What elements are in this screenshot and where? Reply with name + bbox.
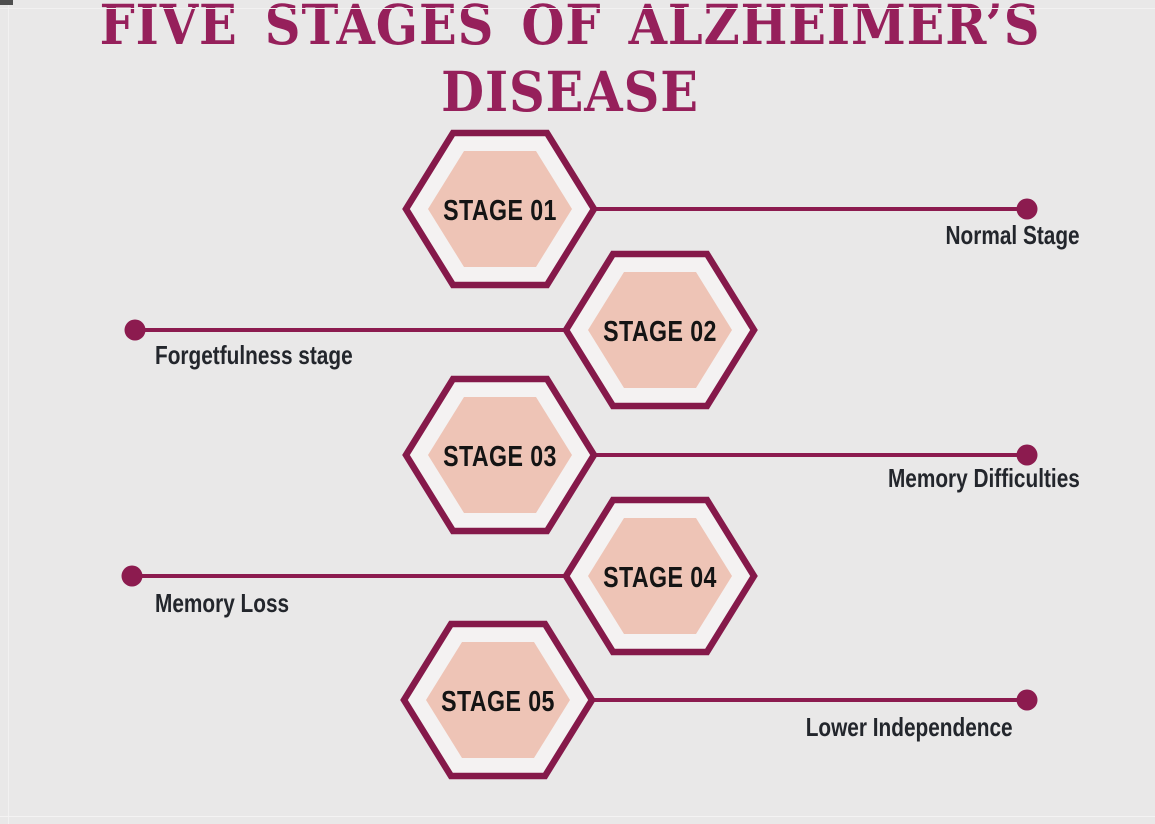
stage-03-name-label: Memory Difficulties bbox=[888, 463, 1080, 493]
stage-02-connector-dot bbox=[124, 319, 146, 341]
page-title-line-2: DISEASE bbox=[441, 59, 699, 124]
stage-05-name-label: Lower Independence bbox=[806, 712, 1013, 742]
page-title-line-1: FIVE STAGES OF ALZHEIMER’S bbox=[99, 0, 1041, 57]
stage-05-connector-dot bbox=[1016, 689, 1038, 711]
stage-02-group bbox=[124, 250, 758, 410]
stage-05-group bbox=[400, 620, 1038, 780]
stage-01-connector-dot bbox=[1016, 198, 1038, 220]
stage-04-name-label: Memory Loss bbox=[155, 588, 290, 618]
stage-02-hexagon-fill bbox=[588, 272, 732, 388]
stage-03-hex-label: STAGE 03 bbox=[443, 441, 557, 473]
stage-02-hex-label: STAGE 02 bbox=[603, 316, 717, 348]
stage-03-group bbox=[402, 375, 1038, 535]
stage-04-hexagon-fill bbox=[588, 518, 732, 634]
stage-05-hexagon-fill bbox=[426, 642, 570, 758]
stage-01-hexagon-fill bbox=[428, 151, 572, 267]
corner-artifact bbox=[0, 0, 13, 5]
stage-01-name-label: Normal Stage bbox=[945, 220, 1080, 250]
slide-border-left-line bbox=[8, 0, 9, 824]
slide-border-bottom-line bbox=[0, 816, 1155, 817]
stage-01-hex-label: STAGE 01 bbox=[443, 195, 557, 227]
stage-04-connector-dot bbox=[121, 565, 143, 587]
page-title: FIVE STAGES OF ALZHEIMER’S DISEASE bbox=[57, 0, 1083, 125]
stage-04-hex-label: STAGE 04 bbox=[603, 562, 717, 594]
stage-05-hex-label: STAGE 05 bbox=[441, 686, 555, 718]
stage-03-hexagon-fill bbox=[428, 397, 572, 513]
stage-04-group bbox=[121, 496, 758, 656]
stage-02-name-label: Forgetfulness stage bbox=[155, 340, 353, 370]
stage-01-group bbox=[402, 129, 1038, 289]
stage-03-connector-dot bbox=[1016, 444, 1038, 466]
slide-border-top-line bbox=[0, 8, 1155, 9]
